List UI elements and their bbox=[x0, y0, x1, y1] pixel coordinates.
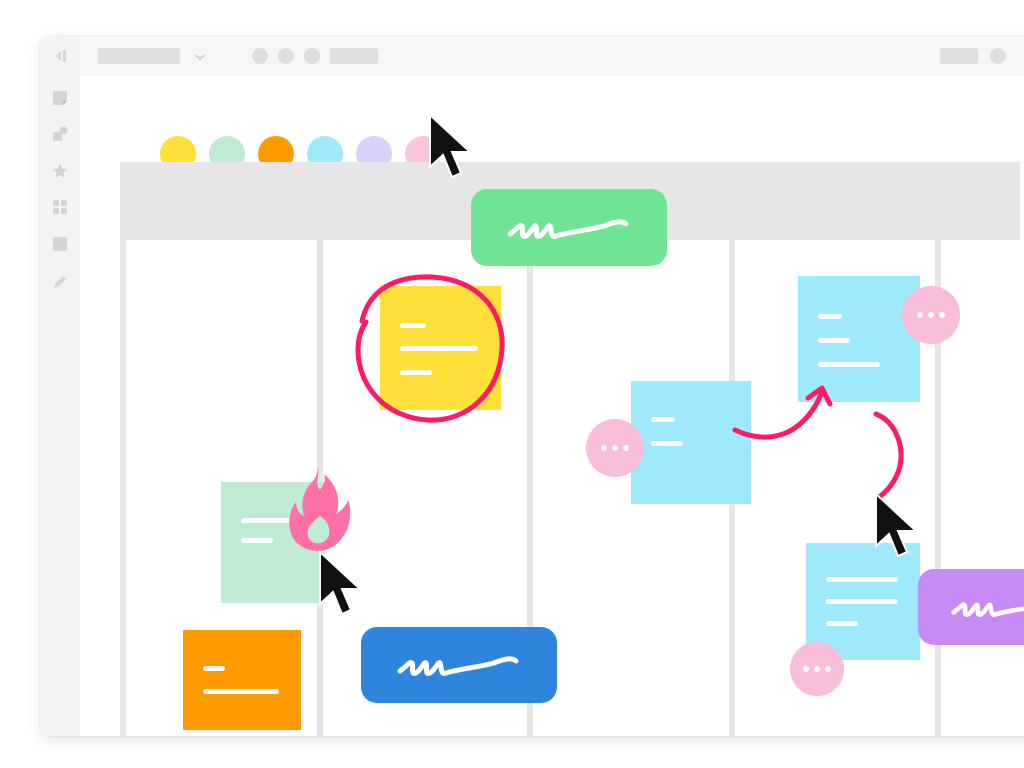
sticky-note-cyan[interactable] bbox=[798, 276, 920, 402]
scribble-text bbox=[507, 218, 629, 239]
toolbar-dot[interactable] bbox=[252, 48, 268, 64]
grid-icon[interactable] bbox=[52, 199, 68, 215]
fire-icon bbox=[289, 466, 351, 551]
sticky-note-icon[interactable] bbox=[52, 90, 68, 106]
cursor-icon bbox=[429, 112, 473, 179]
star-icon[interactable] bbox=[52, 163, 68, 179]
sticky-note-cyan[interactable] bbox=[631, 381, 751, 504]
more-dots-icon[interactable] bbox=[902, 286, 960, 344]
scribble-text bbox=[397, 656, 519, 676]
tag-purple[interactable] bbox=[918, 569, 1024, 645]
cursor-icon bbox=[319, 549, 363, 616]
board-name-placeholder[interactable] bbox=[98, 48, 180, 64]
toolbar-placeholder[interactable] bbox=[330, 48, 378, 64]
sticky-note-cyan[interactable] bbox=[806, 543, 920, 660]
arrow-annotation bbox=[732, 389, 825, 440]
chevron-down-icon[interactable] bbox=[194, 50, 206, 68]
scribble-text bbox=[951, 602, 1024, 617]
left-toolbar bbox=[40, 36, 80, 736]
tag-green[interactable] bbox=[471, 189, 667, 266]
app-window bbox=[40, 36, 1024, 736]
curve-annotation bbox=[873, 411, 904, 501]
toolbar-dot[interactable] bbox=[278, 48, 294, 64]
column-divider bbox=[120, 240, 126, 736]
pen-icon[interactable] bbox=[52, 274, 68, 290]
tag-blue[interactable] bbox=[361, 627, 557, 703]
column-divider bbox=[527, 240, 533, 736]
sticky-note-orange[interactable] bbox=[183, 630, 301, 730]
shapes-icon[interactable] bbox=[52, 126, 68, 142]
circle-annotation bbox=[355, 274, 505, 423]
collapse-sidebar-icon[interactable] bbox=[52, 48, 68, 64]
share-button-placeholder[interactable] bbox=[940, 48, 978, 64]
annotation-layer bbox=[289, 112, 919, 616]
avatar-placeholder[interactable] bbox=[990, 48, 1006, 64]
sticky-note-yellow[interactable] bbox=[380, 286, 501, 410]
top-bar bbox=[80, 36, 1024, 76]
cursor-icon bbox=[875, 491, 919, 558]
toolbar-dot[interactable] bbox=[304, 48, 320, 64]
more-dots-icon[interactable] bbox=[586, 419, 644, 477]
frame-icon[interactable] bbox=[52, 236, 68, 252]
more-dots-icon[interactable] bbox=[790, 642, 844, 696]
column-divider bbox=[935, 240, 941, 736]
